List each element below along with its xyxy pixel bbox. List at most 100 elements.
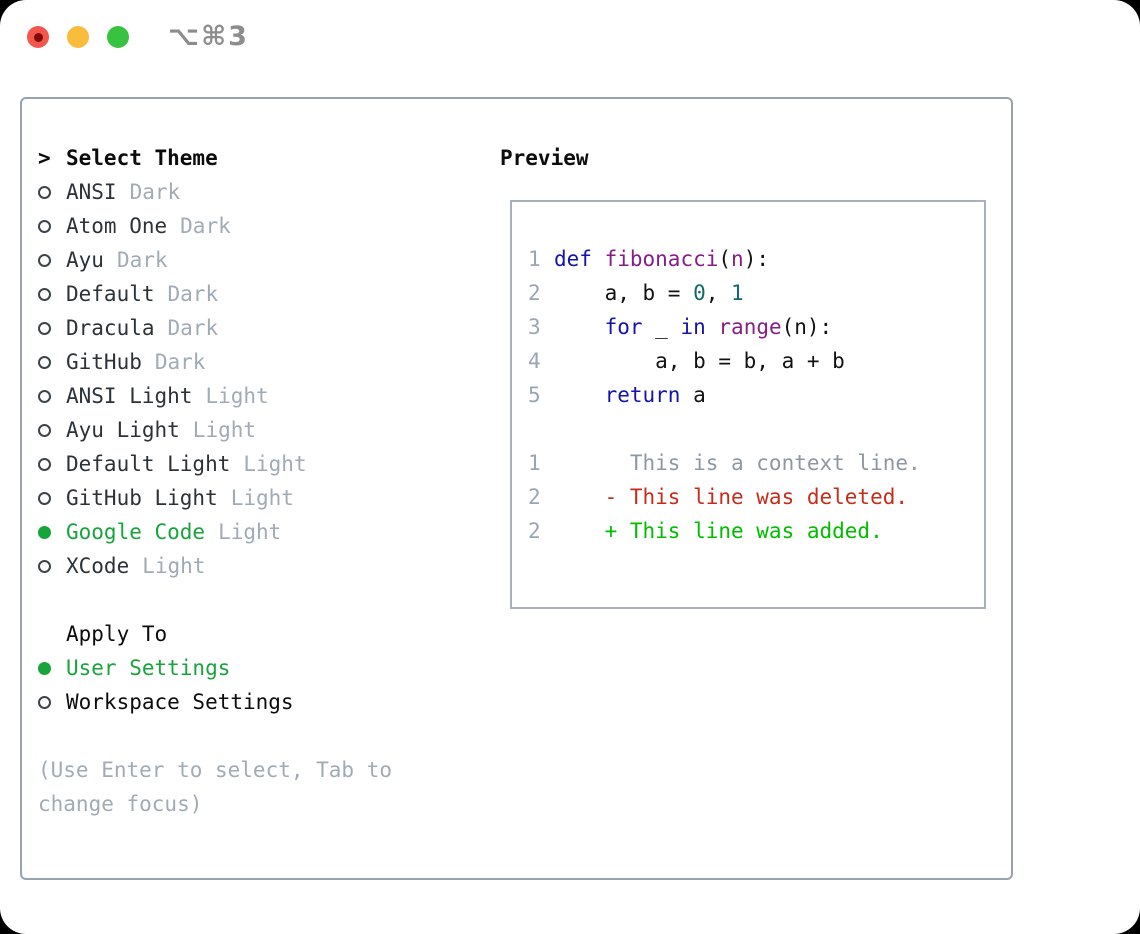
theme-option-tag: Light <box>142 554 206 578</box>
code-line <box>528 412 984 446</box>
theme-option-tag: Light <box>243 452 307 476</box>
radio-icon <box>38 695 66 709</box>
radio-icon <box>38 321 66 335</box>
theme-option-ansi-light-light[interactable]: ANSI Light Light <box>38 379 392 413</box>
theme-option-tag: Light <box>230 486 294 510</box>
theme-option-github-light-light[interactable]: GitHub Light Light <box>38 481 392 515</box>
code-token: n <box>731 247 744 271</box>
code-token: 1 <box>731 281 744 305</box>
theme-option-label: Default Light <box>66 452 231 476</box>
theme-option-label: GitHub Light <box>66 486 218 510</box>
apply-option-workspace-settings[interactable]: Workspace Settings <box>38 685 392 719</box>
theme-option-ayu-dark[interactable]: Ayu Dark <box>38 243 392 277</box>
code-token: _ <box>642 315 681 339</box>
close-button-dot-icon <box>33 32 43 42</box>
code-token: a <box>680 383 706 407</box>
theme-option-github-dark[interactable]: GitHub Dark <box>38 345 392 379</box>
theme-option-tag: Dark <box>180 214 231 238</box>
line-number: 5 <box>528 383 541 407</box>
line-number: 2 <box>528 519 541 543</box>
apply-option-label: Workspace Settings <box>66 690 294 714</box>
theme-option-tag: Dark <box>154 350 206 374</box>
theme-option-label: Atom One <box>66 214 168 238</box>
theme-option-label: Google Code <box>66 520 206 544</box>
line-number: 2 <box>528 281 541 305</box>
code-line: 2 a, b = 0, 1 <box>528 276 984 310</box>
code-token <box>554 315 605 339</box>
apply-option-user-settings[interactable]: User Settings <box>38 651 392 685</box>
theme-option-label: ANSI <box>66 180 117 204</box>
line-number: 1 <box>528 451 541 475</box>
theme-option-label: XCode <box>66 554 130 578</box>
radio-icon <box>38 185 66 199</box>
minimize-button[interactable] <box>67 26 89 48</box>
theme-option-label: Dracula <box>66 316 155 340</box>
code-token: for <box>604 315 643 339</box>
code-token: def <box>554 247 592 271</box>
code-line: 1 This is a context line. <box>528 446 984 480</box>
radio-icon <box>38 253 66 267</box>
theme-option-label: ANSI Light <box>66 384 193 408</box>
theme-option-label: Default <box>66 282 155 306</box>
theme-option-tag: Light <box>192 418 257 442</box>
code-token: This is a context line. <box>554 451 921 475</box>
code-token: - This line was deleted. <box>554 485 909 509</box>
code-token: ): <box>743 247 769 271</box>
code-token <box>592 247 605 271</box>
line-number: 3 <box>528 315 541 339</box>
preview-title: Preview <box>500 146 589 170</box>
theme-option-tag: Light <box>205 384 269 408</box>
theme-option-tag: Light <box>218 520 282 544</box>
code-line: 2 - This line was deleted. <box>528 480 984 514</box>
radio-icon <box>38 355 66 369</box>
theme-option-xcode-light[interactable]: XCode Light <box>38 549 392 583</box>
code-token: a, b = b, a + b <box>554 349 845 373</box>
apply-to-title: Apply To <box>66 622 168 646</box>
code-token: , <box>705 281 732 305</box>
window-controls <box>27 26 129 48</box>
select-theme-title: Select Theme <box>66 146 218 170</box>
code-token: + This line was added. <box>554 519 883 543</box>
theme-option-label: GitHub <box>66 350 142 374</box>
radio-icon <box>38 219 66 233</box>
line-number: 2 <box>528 485 541 509</box>
theme-option-google-code-light[interactable]: Google Code Light <box>38 515 392 549</box>
line-number: 1 <box>528 247 541 271</box>
focus-chevron-icon: > <box>38 146 51 170</box>
theme-option-tag: Dark <box>116 248 168 272</box>
close-button[interactable] <box>27 26 49 48</box>
titlebar: ⌥⌘3 <box>0 0 1140 97</box>
code-line: 2 + This line was added. <box>528 514 984 548</box>
theme-option-default-light-light[interactable]: Default Light Light <box>38 447 392 481</box>
code-token: return <box>604 383 681 407</box>
code-token: in <box>680 315 706 339</box>
code-line: 3 for _ in range(n): <box>528 310 984 344</box>
code-line: 5 return a <box>528 378 984 412</box>
code-token: 0 <box>693 281 706 305</box>
theme-option-default-dark[interactable]: Default Dark <box>38 277 392 311</box>
line-number: 4 <box>528 349 541 373</box>
theme-option-atom-one-dark[interactable]: Atom One Dark <box>38 209 392 243</box>
zoom-button[interactable] <box>107 26 129 48</box>
code-token: (n): <box>781 315 833 339</box>
radio-icon <box>38 423 66 437</box>
spacer <box>38 719 392 753</box>
code-token <box>706 315 719 339</box>
radio-icon <box>38 287 66 301</box>
spacer <box>38 583 392 617</box>
theme-option-tag: Dark <box>167 282 219 306</box>
code-token: fibonacci <box>604 247 719 271</box>
code-token: range <box>718 315 782 339</box>
theme-option-label: Ayu <box>66 248 104 272</box>
code-line: 4 a, b = b, a + b <box>528 344 984 378</box>
